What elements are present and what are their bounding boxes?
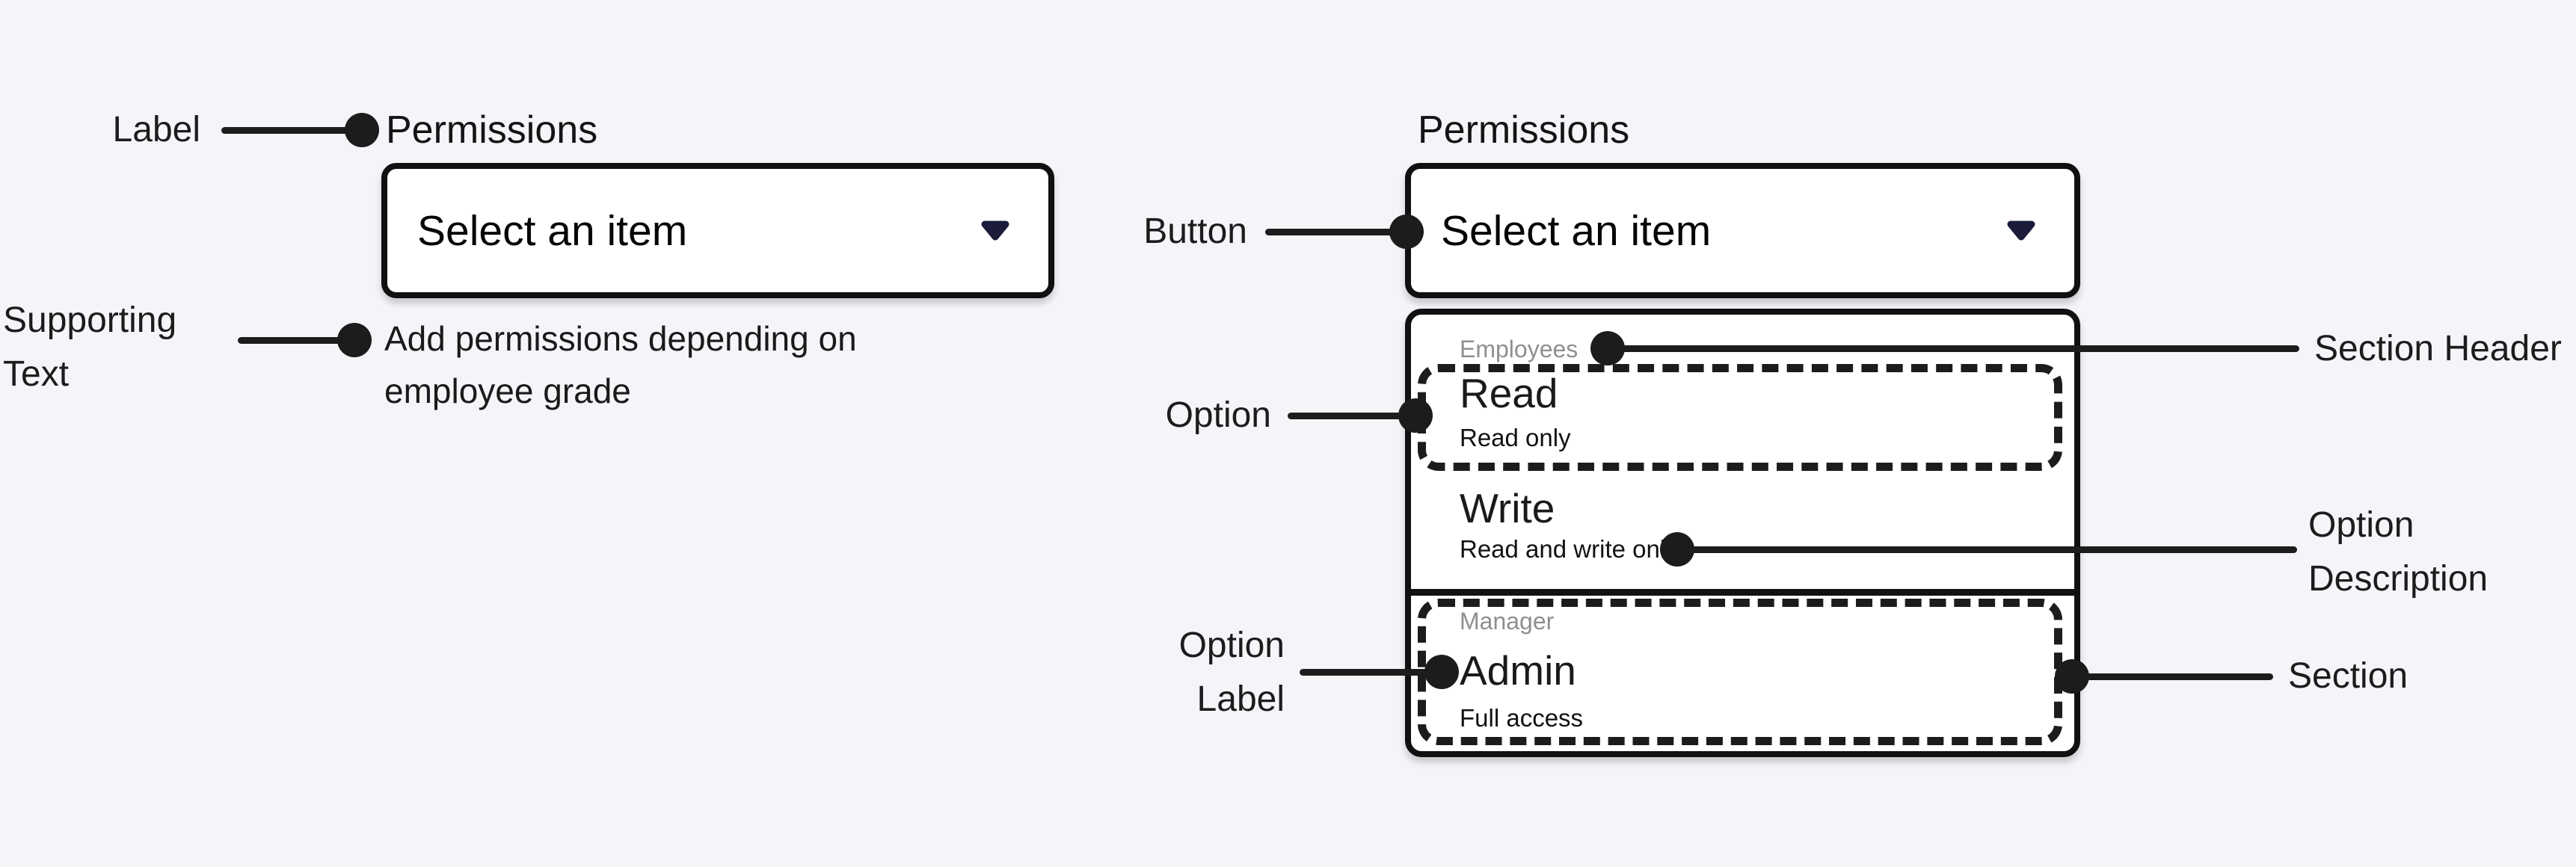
- annotation-section-dot: [2055, 659, 2089, 694]
- right-field-label: Permissions: [1418, 108, 1630, 152]
- annotation-label-dot: [345, 113, 379, 147]
- annotation-supporting-line: [238, 337, 342, 344]
- annotation-option-description: Option Description: [2308, 499, 2488, 606]
- chevron-down-icon: [2007, 220, 2035, 240]
- left-select-value: Select an item: [417, 206, 688, 255]
- left-supporting-text: Add permissions depending on employee gr…: [384, 312, 857, 417]
- right-select-value: Select an item: [1441, 206, 1712, 255]
- annotation-section-header-line: [1615, 345, 2299, 352]
- annotation-option-label-dot: [1424, 655, 1459, 689]
- supporting-text-line2: employee grade: [384, 371, 631, 410]
- option-label-write: Write: [1460, 485, 1555, 531]
- annotation-label: Label: [112, 110, 200, 149]
- annotation-supporting-dot: [337, 323, 372, 357]
- annotation-supporting-text-line1: Supporting: [3, 300, 177, 340]
- option-label-admin: Admin: [1460, 647, 1576, 694]
- annotation-button-line: [1265, 229, 1394, 235]
- annotation-option-dot: [1398, 398, 1433, 433]
- annotation-button-dot: [1389, 215, 1424, 249]
- annotation-section-header-dot: [1590, 331, 1625, 365]
- dropdown-menu-inner: Employees Read Read only Write Read and …: [1411, 315, 2074, 751]
- supporting-text-line1: Add permissions depending on: [384, 319, 857, 358]
- right-select-button[interactable]: Select an item: [1405, 163, 2080, 298]
- annotation-option: Option: [1165, 395, 1271, 435]
- annotation-option-description-line2: Description: [2308, 559, 2489, 599]
- section-header-employees: Employees: [1460, 336, 1579, 362]
- left-field-label: Permissions: [386, 108, 598, 152]
- section-header-manager: Manager: [1460, 608, 1555, 635]
- annotation-option-description-line: [1686, 546, 2297, 553]
- annotation-label-line: [221, 127, 348, 134]
- dropdown-menu: Employees Read Read only Write Read and …: [1405, 309, 2080, 757]
- annotation-option-label-line2: Label: [1196, 679, 1285, 719]
- annotation-option-label: Option Label: [1105, 619, 1285, 726]
- option-description-write: Read and write only: [1460, 535, 1678, 563]
- annotation-option-description-line1: Option: [2308, 505, 2414, 545]
- annotation-section-line: [2086, 673, 2273, 680]
- annotation-supporting-text: Supporting Text: [3, 294, 176, 401]
- left-select-button[interactable]: Select an item: [381, 163, 1054, 298]
- annotation-option-label-line: [1300, 669, 1430, 676]
- option-label-read: Read: [1460, 370, 1558, 416]
- annotation-section: Section: [2288, 656, 2409, 696]
- annotation-supporting-text-line2: Text: [3, 354, 70, 394]
- option-description-read: Read only: [1460, 424, 1571, 451]
- annotation-button: Button: [1143, 212, 1247, 251]
- option-description-admin: Full access: [1460, 704, 1584, 732]
- annotation-section-header: Section Header: [2314, 329, 2562, 368]
- annotation-option-label-line1: Option: [1178, 626, 1285, 665]
- annotation-option-line: [1288, 413, 1404, 419]
- chevron-down-icon: [981, 220, 1009, 240]
- menu-section-divider: [1411, 589, 2074, 596]
